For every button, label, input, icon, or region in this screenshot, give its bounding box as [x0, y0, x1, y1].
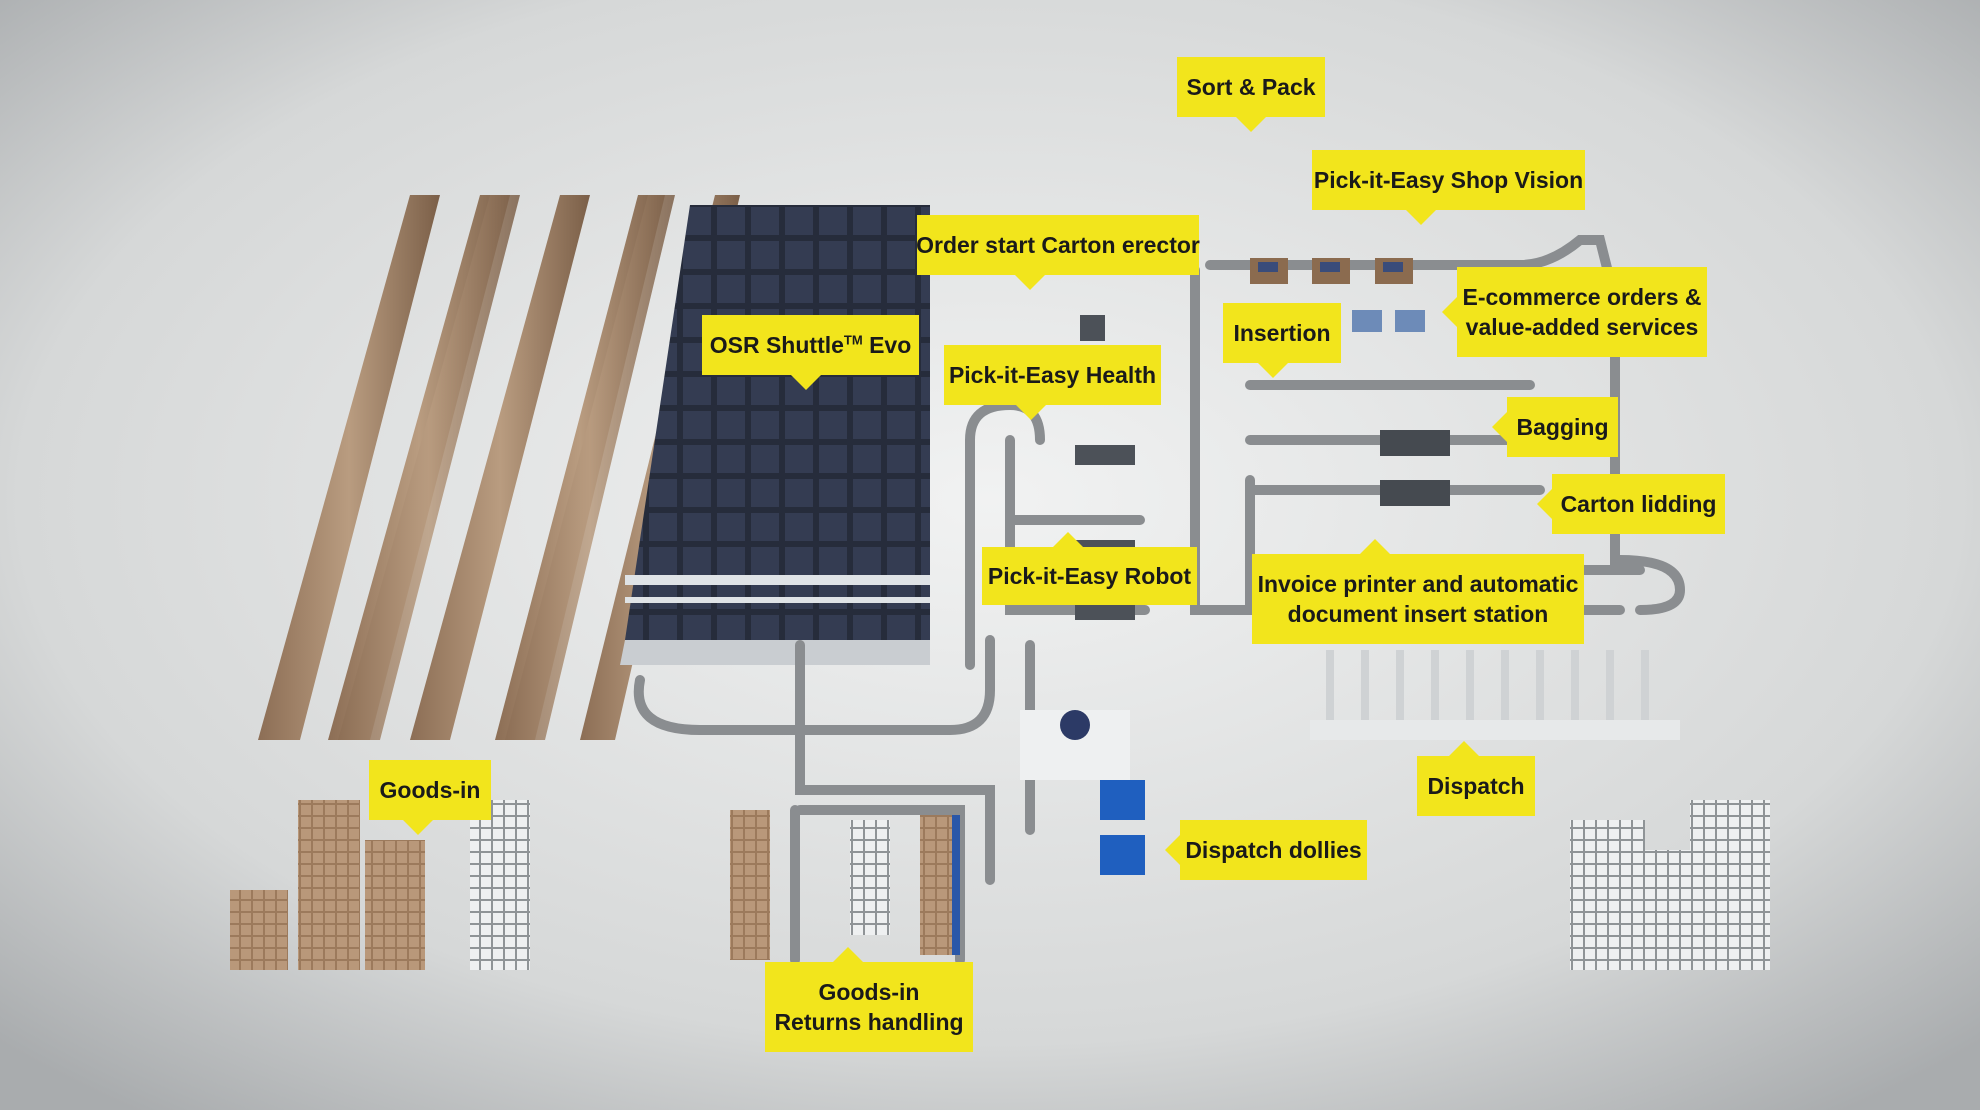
label-carton-lidding: Carton lidding [1560, 491, 1717, 517]
label-invoice-line2: document insert station [1287, 601, 1549, 627]
label-dispatch-dollies: Dispatch dollies [1185, 837, 1362, 863]
label-sort-pack: Sort & Pack [1186, 74, 1316, 100]
callout-order-start: Order start Carton erector [916, 215, 1200, 290]
label-dispatch: Dispatch [1427, 773, 1525, 799]
dispatch-dollies-area [1020, 710, 1145, 875]
label-ecommerce-line2: value-added services [1465, 314, 1699, 340]
label-osr-trademark: TM [843, 332, 863, 348]
callout-shop-vision: Pick-it-Easy Shop Vision [1312, 150, 1585, 225]
callout-osr-shuttle: OSR ShuttleTM Evo [702, 315, 919, 390]
callout-sort-pack: Sort & Pack [1177, 57, 1325, 132]
callout-bagging: Bagging [1492, 397, 1618, 457]
label-shop-vision: Pick-it-Easy Shop Vision [1313, 167, 1584, 193]
goods-in-stacks [230, 800, 530, 970]
callout-pie-health: Pick-it-Easy Health [944, 345, 1161, 420]
label-osr-shuttle: OSR ShuttleTM Evo [710, 330, 912, 360]
label-osr-tail: Evo [862, 332, 912, 358]
label-invoice-line1: Invoice printer and automatic [1257, 571, 1579, 597]
label-order-start: Order start Carton erector [916, 232, 1200, 258]
label-pie-health: Pick-it-Easy Health [948, 362, 1157, 388]
label-pie-robot: Pick-it-Easy Robot [987, 563, 1192, 589]
label-goods-in: Goods-in [379, 777, 481, 803]
callout-goods-in: Goods-in [369, 760, 491, 835]
callout-insertion: Insertion [1223, 303, 1341, 378]
callout-invoice-printer: Invoice printer and automatic document i… [1252, 539, 1584, 644]
label-insertion: Insertion [1233, 320, 1331, 346]
dispatch-chutes [1310, 650, 1680, 740]
callout-returns-handling: Goods-in Returns handling [765, 947, 973, 1052]
returns-area [730, 810, 960, 960]
sort-pack-stations [1075, 258, 1450, 620]
label-ecommerce-line1: E-commerce orders & [1462, 284, 1702, 310]
callout-dispatch-dollies: Dispatch dollies [1165, 820, 1367, 880]
label-returns-line2: Returns handling [774, 1009, 964, 1035]
callout-carton-lidding: Carton lidding [1537, 474, 1725, 534]
label-osr-main: OSR Shuttle [709, 332, 844, 358]
dispatch-stacks [1570, 800, 1770, 970]
callout-pie-robot: Pick-it-Easy Robot [982, 532, 1197, 605]
osr-shuttle-block [620, 205, 930, 665]
pallet-racks [258, 195, 740, 740]
callout-dispatch: Dispatch [1417, 741, 1535, 816]
label-bagging: Bagging [1516, 414, 1609, 440]
label-returns-line1: Goods-in [818, 979, 920, 1005]
callout-ecommerce: E-commerce orders & value-added services [1442, 267, 1707, 357]
